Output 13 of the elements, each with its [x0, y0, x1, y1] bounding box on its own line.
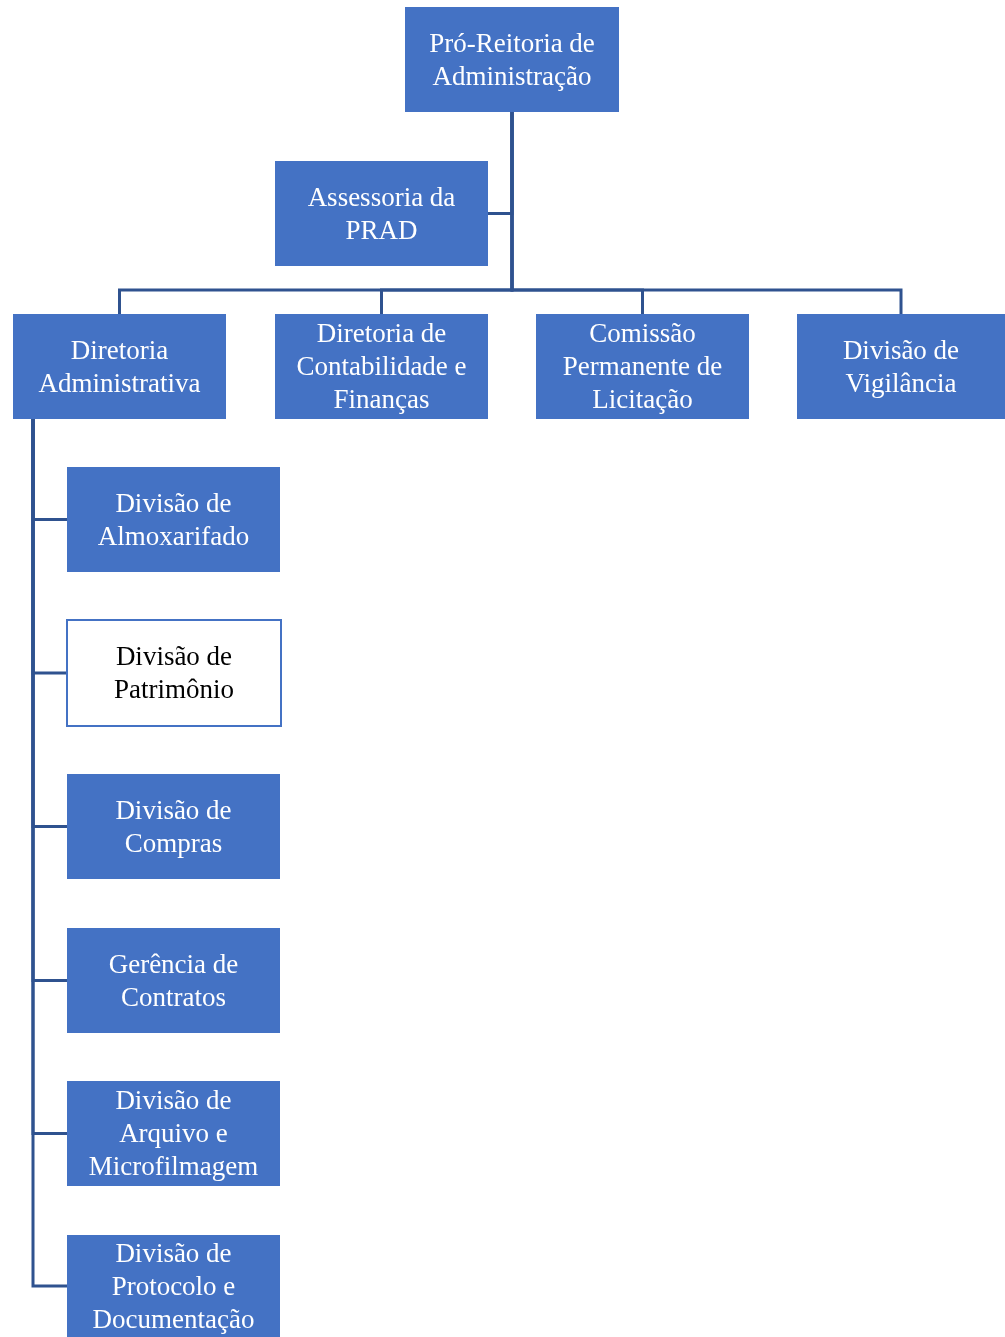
org-box: Gerência de Contratos	[67, 928, 280, 1033]
org-box: Divisão de Almoxarifado	[67, 467, 280, 572]
org-box: Divisão de Vigilância	[797, 314, 1005, 419]
org-box: Divisão de Protocolo e Documentação	[67, 1235, 280, 1337]
org-box: Diretoria de Contabilidade e Finanças	[275, 314, 488, 419]
org-box: Pró-Reitoria de Administração	[405, 7, 619, 112]
org-box: Comissão Permanente de Licitação	[536, 314, 749, 419]
org-box: Divisão de Compras	[67, 774, 280, 879]
connector-line	[510, 112, 903, 314]
org-box: Divisão de Patrimônio	[66, 619, 282, 727]
org-box: Assessoria da PRAD	[275, 161, 488, 266]
org-box: Divisão de Arquivo e Microfilmagem	[67, 1081, 280, 1186]
org-box: Diretoria Administrativa	[13, 314, 226, 419]
